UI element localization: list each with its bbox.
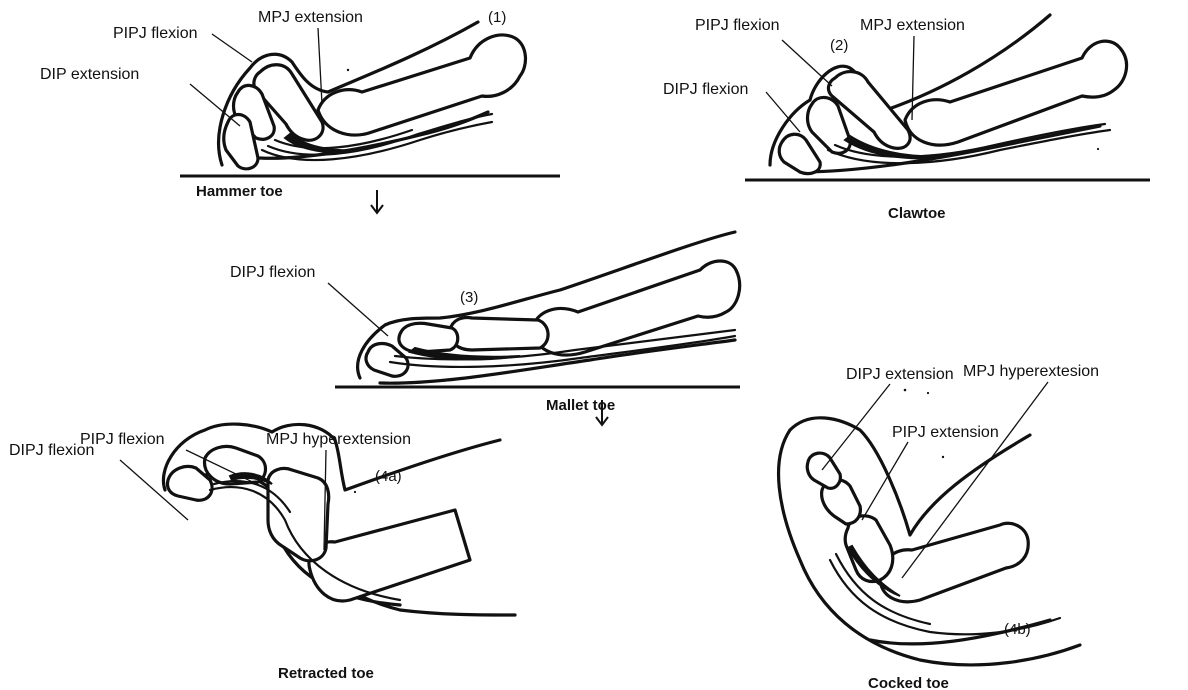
retracted-toe-label-mpj-hyperextension: MPJ hyperextension (266, 431, 411, 448)
retracted-toe-caption: Retracted toe (278, 665, 374, 682)
panel-mallet-toe: (3) DIPJ flexion Mallet toe (230, 232, 740, 425)
mallet-toe-caption: Mallet toe (546, 397, 615, 414)
hammer-toe-caption: Hammer toe (196, 183, 283, 200)
hammer-toe-label-pipj-flexion: PIPJ flexion (113, 25, 197, 42)
clawtoe-label-mpj-extension: MPJ extension (860, 17, 965, 34)
cocked-toe-caption: Cocked toe (868, 675, 949, 690)
down-arrow-icon (371, 190, 383, 213)
mallet-toe-illustration (335, 232, 740, 387)
hammer-toe-label-dip-extension: DIP extension (40, 66, 139, 83)
cocked-toe-number: (4b) (1004, 621, 1031, 638)
retracted-toe-number: (4a) (375, 468, 402, 485)
cocked-toe-label-mpj-hyperextesion: MPJ hyperextesion (963, 363, 1099, 380)
clawtoe-caption: Clawtoe (888, 205, 946, 222)
retracted-toe-label-dipj-flexion: DIPJ flexion (9, 442, 94, 459)
clawtoe-label-pipj-flexion: PIPJ flexion (695, 17, 779, 34)
clawtoe-illustration (745, 15, 1150, 180)
clawtoe-label-dipj-flexion: DIPJ flexion (663, 81, 748, 98)
panel-clawtoe: (2) PIPJ flexion MPJ extension DIPJ flex… (663, 15, 1150, 222)
hammer-toe-label-mpj-extension: MPJ extension (258, 9, 363, 26)
panel-cocked-toe: (4b) DIPJ extension MPJ hyperextesion PI… (779, 363, 1100, 690)
panel-retracted-toe: (4a) PIPJ flexion MPJ hyperextension DIP… (9, 424, 515, 682)
hammer-toe-number: (1) (488, 9, 506, 26)
retracted-toe-illustration (163, 424, 515, 615)
mallet-toe-leaders (328, 283, 388, 336)
mallet-toe-label-dipj-flexion: DIPJ flexion (230, 264, 315, 281)
cocked-toe-label-pipj-extension: PIPJ extension (892, 424, 999, 441)
hammer-toe-illustration (180, 22, 560, 176)
mallet-toe-number: (3) (460, 289, 478, 306)
clawtoe-number: (2) (830, 37, 848, 54)
cocked-toe-label-dipj-extension: DIPJ extension (846, 366, 954, 383)
panel-hammer-toe: (1) PIPJ flexion MPJ extension DIP exten… (40, 9, 560, 213)
